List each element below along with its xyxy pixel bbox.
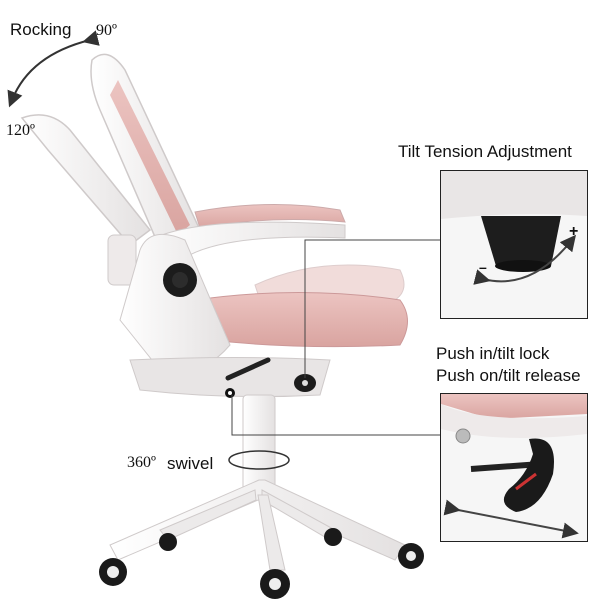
tilt-push-pull-arrow-icon: [443, 499, 579, 539]
base-star: [109, 479, 406, 561]
angle-recline-label: 120º: [6, 122, 35, 139]
plus-sign: +: [569, 223, 579, 240]
reclined-backrest: [20, 114, 152, 247]
leader-line-tension: [304, 239, 440, 378]
leader-line-tilt: [231, 395, 440, 436]
tension-rotate-arrow-icon: [473, 234, 576, 285]
tilt-tension-inset: + –: [440, 170, 588, 319]
tilt-lever-inset: [440, 393, 588, 542]
minus-sign: –: [479, 259, 487, 275]
backrest-mesh: [110, 80, 190, 235]
caster-wheels: [99, 528, 424, 599]
seat-cushion: [194, 292, 408, 348]
push-on-label: Push on/tilt release: [436, 366, 581, 385]
seat-back-cushion: [254, 264, 405, 301]
tilt-tension-label: Tilt Tension Adjustment: [398, 142, 572, 161]
swivel-ring-arrow-icon: [228, 450, 290, 470]
swivel-angle-label: 360º: [127, 454, 156, 471]
angle-upright-label: 90º: [96, 22, 117, 39]
armrest-frame: [149, 221, 346, 266]
rocking-arc-arrow-icon: [7, 30, 100, 108]
push-in-label: Push in/tilt lock: [436, 344, 550, 363]
swivel-word-label: swivel: [167, 454, 214, 473]
reclined-headrest: [107, 234, 137, 286]
tilt-lever: [225, 357, 271, 381]
rocking-label: Rocking: [10, 20, 72, 39]
